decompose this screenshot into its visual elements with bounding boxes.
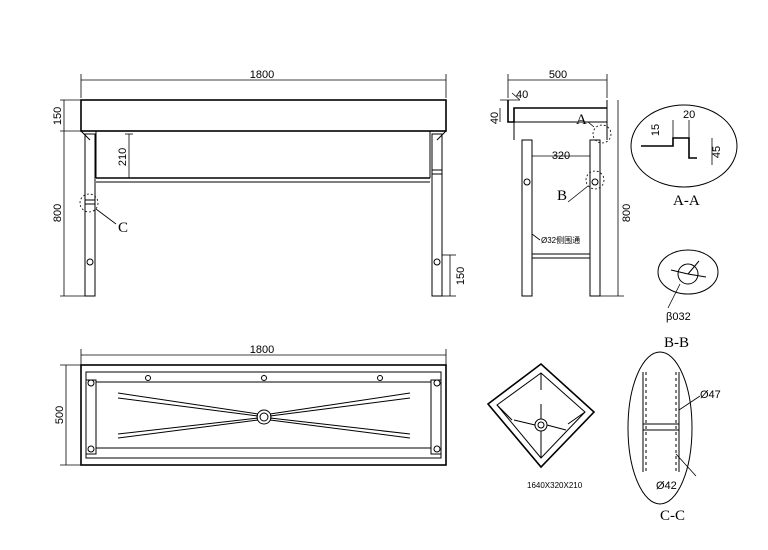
bb-title: B-B <box>664 335 689 351</box>
detail-aa: 15 20 45 A-A <box>630 104 738 209</box>
iso-view: 1640X320X210 <box>486 362 596 490</box>
detail-bb: β032 B-B <box>657 249 719 351</box>
side-inner-dim: 320 <box>552 150 570 162</box>
front-top-dim: 150 <box>52 107 64 125</box>
detail-a-marker: A <box>576 112 587 128</box>
cc-inner-dia: Ø42 <box>656 480 677 492</box>
top-view: 1800 500 <box>54 344 447 466</box>
side-lip-width-dim: 40 <box>516 89 528 101</box>
cc-title: C-C <box>660 508 685 524</box>
side-height-dim: 800 <box>621 204 633 222</box>
front-foot-dim: 150 <box>455 267 467 285</box>
detail-cc: Ø47 Ø42 C-C <box>627 351 721 524</box>
detail-c-marker: C <box>118 220 128 236</box>
aa-title: A-A <box>673 193 700 209</box>
front-width-dim: 1800 <box>250 69 274 81</box>
side-width-dim: 500 <box>549 69 567 81</box>
detail-b-marker: B <box>557 188 567 204</box>
bb-dia-label: β032 <box>666 311 691 323</box>
side-view: 500 40 40 320 800 A B <box>489 69 633 297</box>
pipe-note: Ø32侧围通 <box>541 235 580 245</box>
iso-caption: 1640X320X210 <box>527 481 583 490</box>
front-view: 1800 150 210 800 <box>52 69 467 297</box>
side-lip-height-dim: 40 <box>489 112 501 124</box>
aa-dim-15: 15 <box>650 124 662 136</box>
aa-dim-45: 45 <box>711 146 723 158</box>
front-height-dim: 800 <box>52 204 64 222</box>
top-depth-dim: 500 <box>54 406 66 424</box>
cc-outer-dia: Ø47 <box>700 389 721 401</box>
aa-dim-20: 20 <box>683 109 695 121</box>
top-width-dim: 1800 <box>250 344 274 356</box>
front-basin-depth-dim: 210 <box>117 148 129 166</box>
